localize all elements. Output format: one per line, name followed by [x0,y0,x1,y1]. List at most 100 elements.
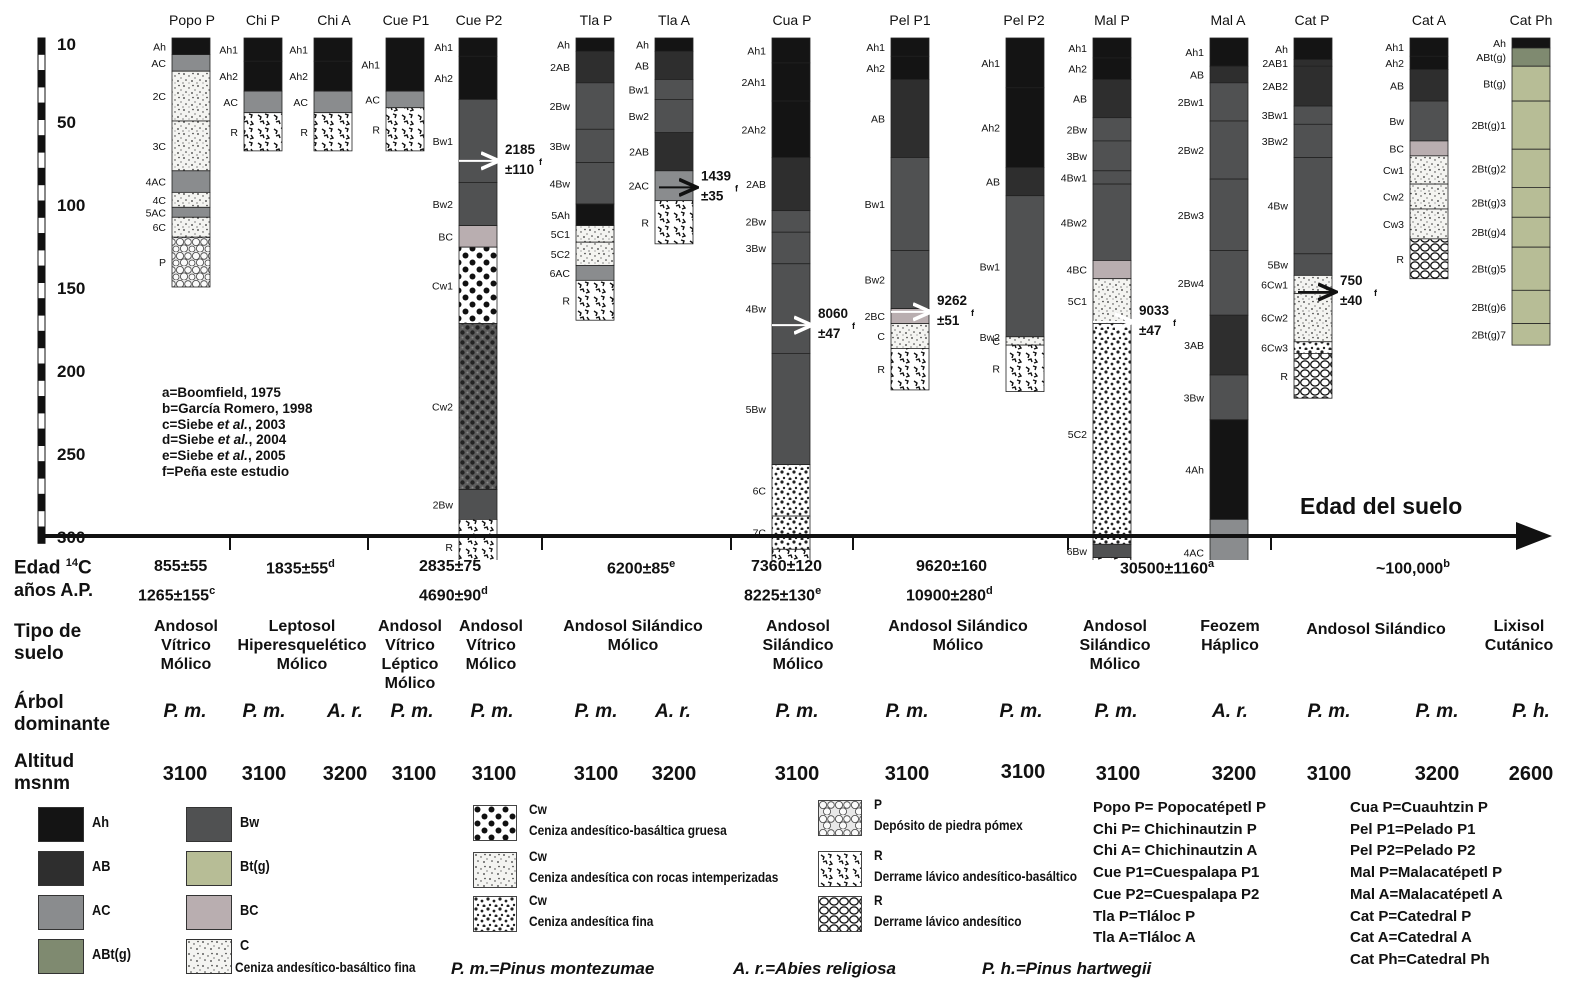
soil-age-arrow [40,522,1552,550]
legend-label: Cw [529,892,547,908]
depth-axis-segment [37,37,46,55]
depth-axis-segment [37,363,46,381]
soil-horizon [1092,117,1132,142]
legend-pattern-swatch [474,806,516,840]
soil-horizon [654,50,694,80]
soil-horizon [575,203,615,226]
legend-label: BC [240,902,259,919]
soil-horizon [1293,65,1333,107]
soil-horizon [575,82,615,130]
age-source: d [481,585,488,597]
soil-horizon [575,50,615,84]
altitude-value: 2600 [1508,763,1554,785]
soil-horizon [313,112,353,152]
horizon-label: Cw2 [432,402,453,414]
altitude-value: 3200 [651,763,697,785]
age-value: 2835±75 [419,558,482,575]
soil-horizon [1209,314,1249,376]
horizon-label: 2Bt(g)2 [1472,163,1507,175]
age-source: d [985,585,993,597]
legend-label: Cw [529,801,547,817]
soil-horizon [1209,37,1249,67]
profile-column: Mal AAh1AB2Bw12Bw22Bw32Bw43AB3Bw4Ah4ACR [1178,12,1249,560]
abbreviation: Pel P2=Pelado P2 [1350,842,1476,860]
depth-axis-segment [37,151,46,169]
depth-axis-segment [37,396,46,414]
horizon-label: Bw1 [433,136,454,148]
legend-label: AC [92,902,111,919]
soil-horizon [575,225,615,243]
soil-horizon [1409,238,1449,280]
horizon-label: 4Bw1 [1061,172,1087,184]
date-error: ±51 [937,313,960,328]
horizon-label: 5C1 [551,229,570,241]
dominant-tree: P. m. [1415,701,1459,722]
soil-horizon [385,107,425,152]
horizon-label: 4AC [146,177,167,189]
reference-item: d=Siebe et al., 2004 [162,432,312,448]
date-source: f [1173,318,1177,328]
age-value: 855±55 [154,558,208,575]
soil-horizon [243,37,283,62]
soil-horizon [1293,253,1333,276]
altitude-value: 3100 [884,763,930,785]
profile-title: Mal P [1094,12,1130,28]
horizon-label: 6Cw1 [1261,280,1288,292]
soil-horizon [575,265,615,281]
horizon-label: 2Bw [746,216,767,228]
soil-horizon [1005,344,1045,392]
soil-horizon [771,62,811,102]
legend-pattern-swatch [819,801,861,835]
horizon-label: Cw3 [1383,219,1404,231]
horizon-label: 3Bw2 [1262,136,1288,148]
age-value: 7360±120 [751,558,823,575]
soil-horizon [890,308,930,324]
soil-horizon [890,55,930,80]
legend-label: R [874,892,883,908]
horizon-label: 2Ah1 [741,77,766,89]
soil-horizon [1005,37,1045,89]
horizon-label: AC [365,94,380,106]
soil-horizon [654,99,694,134]
depth-axis-segment [37,510,46,528]
age-value: ~100,000b [1376,558,1450,578]
soil-horizon [1005,87,1045,168]
horizon-label: AC [223,97,238,109]
horizon-label: 2AB [629,147,649,159]
soil-horizon [1293,352,1333,399]
soil-horizon [771,263,811,354]
abbreviation: Mal A=Malacatépetl A [1350,885,1503,903]
legend-description: Derrame lávico andesítico-basáltico [874,868,1078,884]
reference-item: c=Siebe et al., 2003 [162,417,312,433]
horizon-label: R [445,542,453,554]
horizon-label: 3Bw [550,141,571,153]
horizon-label: Cw1 [432,280,453,292]
dominant-tree: P. m. [390,701,434,722]
altitude-value: 3100 [774,763,820,785]
soil-horizon [171,236,211,288]
horizon-label: 3AB [1184,340,1204,352]
profile-title: Popo P [169,12,215,28]
soil-horizon [1092,183,1132,261]
soil-horizon [1511,186,1551,218]
legend-pattern [473,852,517,888]
soil-horizon [1293,59,1333,67]
legend-pattern [473,805,517,841]
soil-horizon [1209,82,1249,122]
profile-title: Tla A [658,12,691,28]
soil-horizon [458,246,498,324]
date-source: f [852,321,856,331]
horizon-label: 6AC [550,268,571,280]
dominant-tree: P. m. [885,701,929,722]
horizon-label: R [641,217,649,229]
profile-title: Tla P [580,12,613,28]
soil-horizon [1092,57,1132,80]
soil-horizon [654,200,694,245]
soil-horizon [385,90,425,109]
